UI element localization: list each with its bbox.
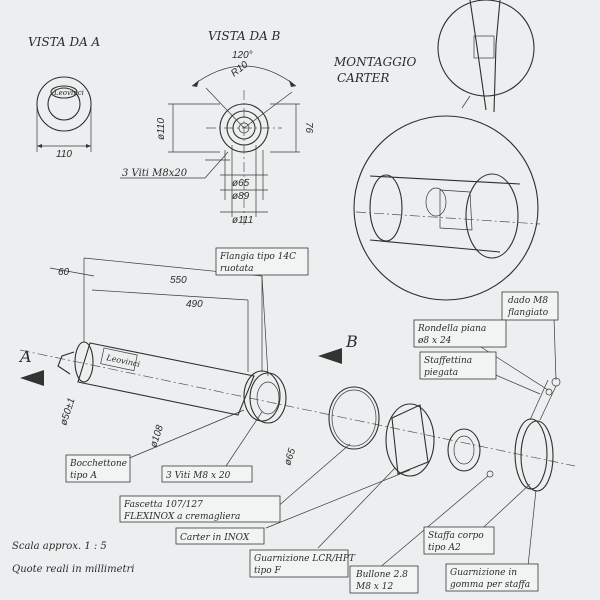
- svg-text:tipo A2: tipo A2: [428, 543, 461, 553]
- svg-text:piegata: piegata: [424, 368, 458, 378]
- svg-text:Carter in INOX: Carter in INOX: [180, 533, 250, 543]
- marker-b: B: [345, 332, 358, 351]
- svg-text:3 Viti M8 x 20: 3 Viti M8 x 20: [166, 471, 231, 481]
- svg-text:ø8 x 24: ø8 x 24: [417, 336, 452, 346]
- dim-phi111: ø111: [232, 215, 253, 226]
- callout-viti-top: 3 Viti M8x20: [122, 168, 188, 179]
- callout-bullone: Bullone 2.8 M8 x 12: [349, 565, 419, 594]
- svg-text:Guarnizione LCR/HPT: Guarnizione LCR/HPT: [254, 554, 356, 564]
- svg-text:Staffa corpo: Staffa corpo: [428, 531, 484, 541]
- montaggio-title-2: CARTER: [337, 71, 389, 85]
- svg-text:Flangia tipo 14C: Flangia tipo 14C: [219, 252, 296, 262]
- dim-phi65: ø65: [232, 178, 250, 189]
- callout-flangia: Flangia tipo 14C ruotata: [215, 247, 309, 276]
- view-b-drawing: [120, 65, 300, 225]
- arrow-a: [20, 370, 44, 386]
- callout-fascetta: Fascetta 107/127 FLEXINOX a cremagliera: [119, 495, 281, 523]
- dim-550: 550: [170, 275, 187, 286]
- svg-text:Guarnizione in: Guarnizione in: [450, 568, 517, 578]
- svg-text:FLEXINOX a cremagliera: FLEXINOX a cremagliera: [123, 512, 240, 522]
- dim-phi110-b: ø110: [156, 118, 167, 140]
- units-note: Quote reali in millimetri: [12, 564, 135, 575]
- callout-bocchettone: Bocchettone tipo A: [65, 454, 131, 483]
- logo-view-a: Leovinci: [53, 89, 84, 97]
- svg-text:gomma per staffa: gomma per staffa: [450, 580, 530, 590]
- logo-silencer: Leovinci: [105, 353, 142, 369]
- arrow-b: [318, 348, 342, 364]
- svg-text:tipo A: tipo A: [70, 471, 98, 481]
- callout-staffa: Staffa corpo tipo A2: [423, 526, 495, 555]
- leader-lines: [119, 275, 557, 575]
- callout-viti-mid: 3 Viti M8 x 20: [161, 465, 253, 483]
- svg-text:flangiato: flangiato: [507, 308, 549, 318]
- view-b-title: VISTA DA B: [208, 29, 281, 43]
- dim-r10: R10: [229, 59, 251, 79]
- view-a-drawing: Leovinci: [36, 76, 92, 152]
- dim-110-view-a: 110: [56, 149, 72, 160]
- svg-text:dado M8: dado M8: [508, 296, 548, 306]
- dim-490: 490: [186, 299, 203, 310]
- callout-guarnizione: Guarnizione LCR/HPT tipo F: [249, 549, 356, 578]
- callout-dado: dado M8 flangiato: [501, 291, 559, 321]
- scale-note: Scala approx. 1 : 5: [12, 541, 107, 552]
- main-dimension-lines: [49, 257, 263, 372]
- dim-angle-120: 120°: [232, 50, 253, 61]
- svg-text:tipo F: tipo F: [254, 566, 282, 576]
- svg-text:Rondella piana: Rondella piana: [417, 324, 486, 334]
- view-a-title: VISTA DA A: [28, 35, 101, 49]
- svg-text:Bullone 2.8: Bullone 2.8: [355, 570, 408, 580]
- dim-phi50: ø50±1: [58, 397, 77, 427]
- svg-text:Bocchettone: Bocchettone: [69, 459, 127, 469]
- callout-rondella: Rondella piana ø8 x 24: [413, 319, 507, 348]
- marker-a: A: [18, 347, 32, 366]
- callout-carter: Carter in INOX: [175, 527, 265, 545]
- callout-staffettina: Staffettina piegata: [419, 351, 497, 380]
- dim-phi108: ø108: [148, 423, 166, 448]
- dim-60: 60: [58, 267, 70, 278]
- dim-76: 76: [303, 122, 314, 134]
- dim-phi65-flange: ø65: [282, 447, 298, 467]
- svg-text:Fascetta 107/127: Fascetta 107/127: [123, 500, 203, 510]
- montaggio-detail: [353, 0, 541, 301]
- callout-gommino: Guarnizione in gomma per staffa: [445, 563, 539, 592]
- exploded-parts: [328, 377, 561, 492]
- montaggio-title-1: MONTAGGIO: [333, 55, 417, 69]
- svg-text:Staffettina: Staffettina: [424, 356, 472, 366]
- svg-text:M8 x 12: M8 x 12: [355, 582, 393, 592]
- svg-text:ruotata: ruotata: [220, 264, 253, 274]
- dim-phi89: ø89: [232, 191, 250, 202]
